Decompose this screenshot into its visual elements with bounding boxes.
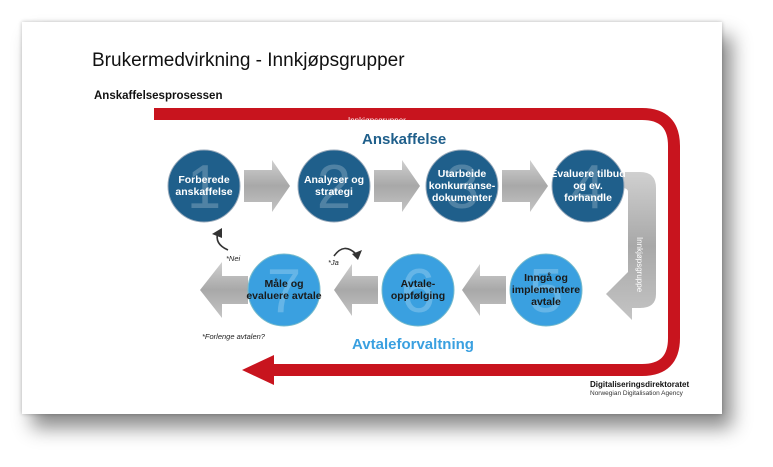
step-6-text: Avtale- oppfølging	[390, 277, 446, 302]
innkjopsgruppe-band	[154, 108, 680, 376]
step-2-circle	[297, 149, 371, 223]
band-bottom-label: Lokale avtaleforvaltere	[400, 357, 481, 366]
section-anskaffelse: Anskaffelse	[362, 131, 447, 148]
step-5-circle	[509, 253, 583, 327]
step-1-text: Forberede anskaffelse	[175, 173, 233, 198]
step-5-number: 5	[529, 257, 563, 326]
note-ja: *Ja	[328, 258, 339, 267]
arrow-3-4	[502, 160, 548, 212]
ja-loop-arrow	[333, 247, 357, 257]
arrow-5-6	[462, 264, 506, 316]
arrow-4-5	[606, 172, 656, 320]
agency-logo-subtitle: Norwegian Digitalisation Agency	[590, 390, 683, 397]
agency-logo-name: Digitaliseringsdirektoratet	[590, 380, 690, 389]
arrow-1-2	[244, 160, 290, 212]
step-7-number: 7	[267, 257, 301, 326]
step-3-number: 3	[445, 153, 479, 222]
note-forlenge: *Forlenge avtalen?	[202, 332, 265, 341]
step-1-circle	[167, 149, 241, 223]
step-3-text: Utarbeide konkurranse- dokumenter	[428, 167, 496, 205]
arrow-2-3	[374, 160, 420, 212]
nei-arrowhead	[212, 228, 222, 238]
arrow-7-out	[200, 262, 248, 318]
section-avtaleforvaltning: Avtaleforvaltning	[352, 336, 474, 353]
process-diagram: 1 2 3 4 5 6 7	[154, 108, 680, 385]
step-7-circle	[247, 253, 321, 327]
step-3-circle	[425, 149, 499, 223]
band-arrowhead	[242, 355, 274, 385]
band-top-label: Innkjøpsgrupper	[348, 116, 406, 125]
step-6-circle	[381, 253, 455, 327]
step-6-number: 6	[401, 257, 435, 326]
step-4-number: 4	[571, 153, 605, 222]
ja-arrowhead	[352, 250, 362, 260]
slide-title: Brukermedvirkning - Innkjøpsgrupper	[92, 50, 405, 71]
arrow-6-7	[334, 264, 378, 316]
step-5-text: Inngå og implementere avtale	[511, 271, 581, 309]
band-right-label: Innkjøpsgruppe	[635, 237, 644, 293]
step-4-text: Evaluere tilbud og ev. forhandle	[550, 167, 626, 205]
slide: Brukermedvirkning - Innkjøpsgrupper Ansk…	[22, 22, 722, 414]
step-2-number: 2	[317, 153, 351, 222]
slide-subtitle: Anskaffelsesprosessen	[94, 90, 223, 102]
step-7-text: Måle og evaluere avtale	[246, 277, 322, 302]
step-4-circle	[551, 149, 625, 223]
step-2-text: Analyser og strategi	[303, 173, 365, 198]
note-nei: *Nei	[226, 254, 241, 263]
step-1-number: 1	[187, 153, 221, 222]
